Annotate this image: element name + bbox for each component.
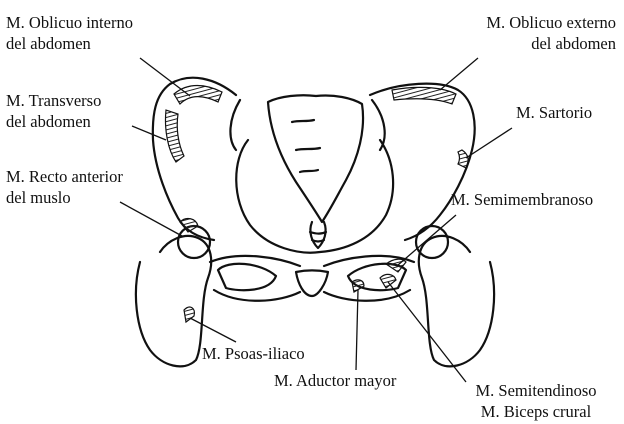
label-semimembranoso-text: M. Semimembranoso xyxy=(451,189,593,210)
label-oblicuo-interno: M. Oblicuo interno del abdomen xyxy=(6,12,133,54)
sartorio-area xyxy=(458,150,468,168)
label-oblicuo-externo-line2: del abdomen xyxy=(448,33,616,54)
left-obturator xyxy=(218,264,276,290)
label-aductor-mayor-text: M. Aductor mayor xyxy=(274,370,396,391)
label-oblicuo-externo-line1: M. Oblicuo externo xyxy=(448,12,616,33)
oblicuo-interno-area xyxy=(174,86,222,105)
transverso-area xyxy=(165,110,184,162)
label-sartorio-text: M. Sartorio xyxy=(516,102,592,123)
label-recto-anterior: M. Recto anterior del muslo xyxy=(6,166,123,208)
coccyx xyxy=(310,222,325,248)
label-semimembranoso: M. Semimembranoso xyxy=(451,189,593,210)
right-femur xyxy=(419,236,494,366)
pelvic-inlet xyxy=(236,140,393,253)
label-recto-anterior-line1: M. Recto anterior xyxy=(6,166,123,187)
sacrum xyxy=(268,95,363,222)
label-biceps-crural-text: M. Biceps crural xyxy=(452,401,620,422)
label-oblicuo-externo: M. Oblicuo externo del abdomen xyxy=(448,12,616,54)
oblicuo-externo-area xyxy=(392,87,456,104)
label-transverso-line2: del abdomen xyxy=(6,111,101,132)
label-semitendinoso-text: M. Semitendinoso xyxy=(452,380,620,401)
label-sartorio: M. Sartorio xyxy=(516,102,592,123)
label-transverso: M. Transverso del abdomen xyxy=(6,90,101,132)
semitendinoso-area xyxy=(380,274,396,288)
label-recto-anterior-line2: del muslo xyxy=(6,187,123,208)
label-psoas-iliaco: M. Psoas-iliaco xyxy=(202,343,305,364)
label-transverso-line1: M. Transverso xyxy=(6,90,101,111)
left-femur xyxy=(136,236,211,366)
label-oblicuo-interno-line2: del abdomen xyxy=(6,33,133,54)
label-psoas-iliaco-text: M. Psoas-iliaco xyxy=(202,343,305,364)
left-iliac-crest xyxy=(153,78,236,240)
label-aductor-mayor: M. Aductor mayor xyxy=(274,370,396,391)
label-semitendinoso-biceps: M. Semitendinoso M. Biceps crural xyxy=(452,380,620,422)
label-oblicuo-interno-line1: M. Oblicuo interno xyxy=(6,12,133,33)
